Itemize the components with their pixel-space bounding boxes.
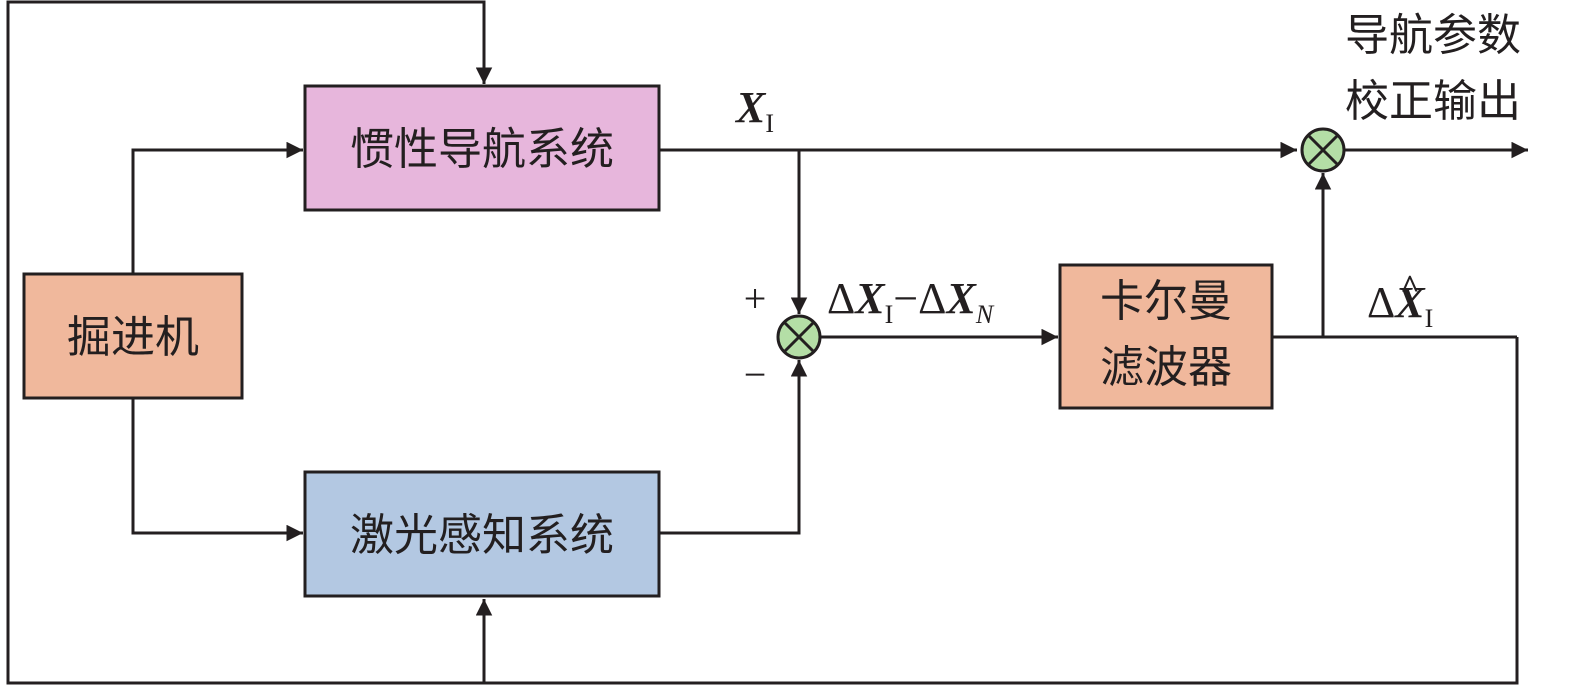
- feedback-line-top: [6, 0, 1519, 685]
- diff-delta2: Δ: [918, 274, 946, 323]
- laser-output-line: [660, 360, 808, 535]
- svg-text:ΔXI: ΔXI: [1367, 278, 1433, 333]
- difference-junction: [776, 314, 822, 360]
- laser-label: 激光感知系统: [350, 510, 614, 561]
- plus-sign: +: [744, 276, 767, 321]
- minus-sign: −: [744, 352, 767, 397]
- excavator-to-laser-line: [131, 399, 303, 542]
- kalman-label-line2: 滤波器: [1100, 342, 1232, 393]
- xi-sub: I: [765, 109, 774, 138]
- xi-main: X: [734, 83, 767, 132]
- excavator-to-ins-line: [131, 141, 303, 273]
- ins-block: 惯性导航系统: [303, 84, 661, 212]
- output-label-line1: 导航参数: [1345, 10, 1521, 61]
- diff-sub1: I: [885, 300, 894, 329]
- kalman-block: 卡尔曼 滤波器: [1058, 263, 1274, 410]
- svg-text:ΔXI−ΔXN: ΔXI−ΔXN: [827, 274, 995, 329]
- estimate-x: X: [1393, 278, 1426, 327]
- xi-label: XI: [734, 83, 774, 138]
- estimate-delta: Δ: [1367, 278, 1395, 327]
- excavator-block: 掘进机: [22, 272, 244, 400]
- output-label-line2: 校正输出: [1345, 76, 1521, 127]
- estimate-sub: I: [1425, 304, 1434, 333]
- excavator-label: 掘进机: [67, 312, 199, 363]
- estimate-label: ΔXI ^: [1367, 269, 1433, 333]
- diff-x1: X: [853, 274, 886, 323]
- estimate-hat: ^: [1400, 269, 1420, 306]
- diff-x2: X: [944, 274, 977, 323]
- diff-delta1: Δ: [827, 274, 855, 323]
- svg-text:XI: XI: [734, 83, 774, 138]
- diff-sub2: N: [975, 300, 995, 329]
- laser-block: 激光感知系统: [303, 470, 661, 598]
- ins-label: 惯性导航系统: [350, 124, 614, 175]
- correction-junction: [1300, 127, 1346, 173]
- diff-minus: −: [893, 274, 918, 323]
- kalman-label-line1: 卡尔曼: [1100, 276, 1232, 327]
- diff-label: ΔXI−ΔXN: [827, 274, 995, 329]
